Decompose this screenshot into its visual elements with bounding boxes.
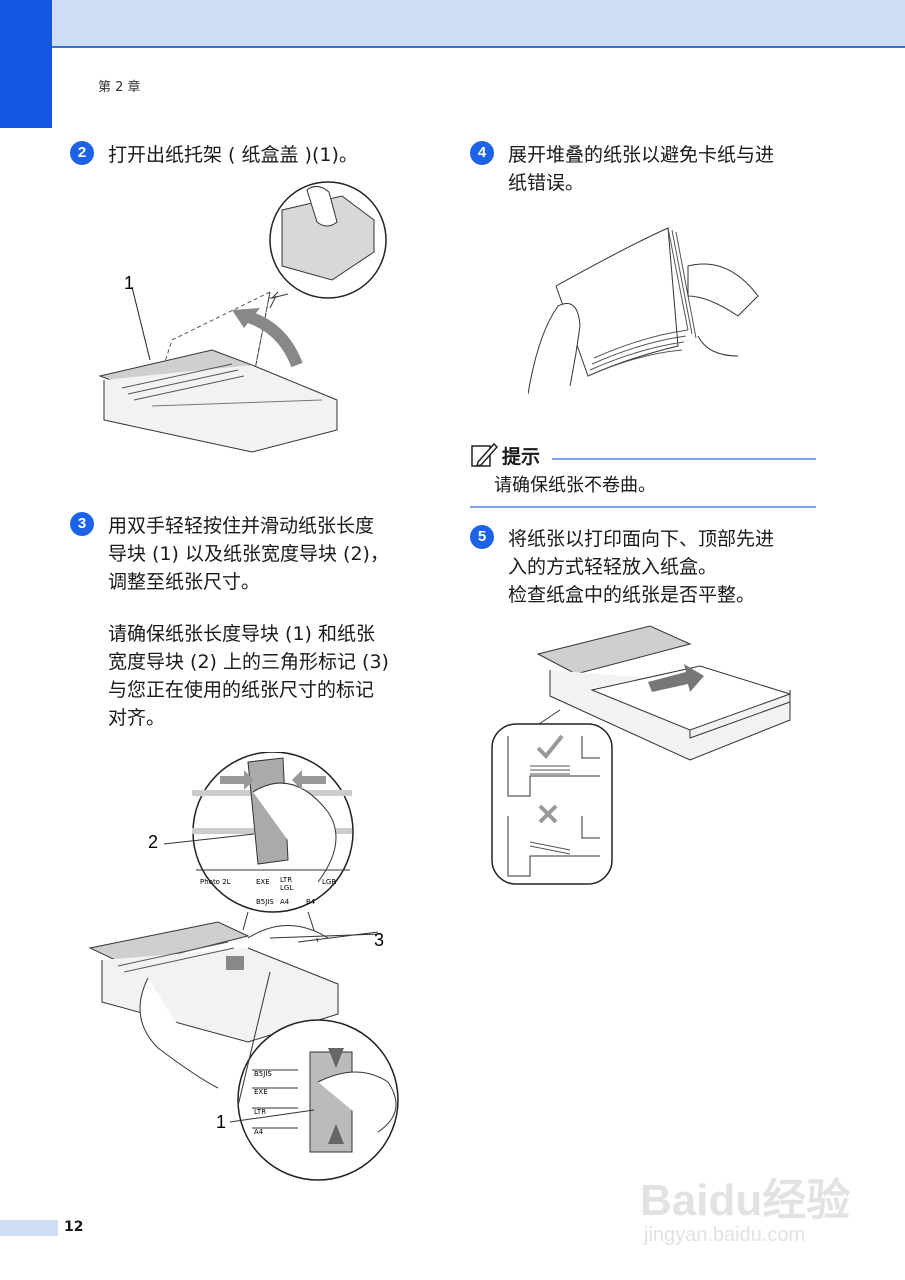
figure-adjust-guides: Photo 2L EXE LTR LGL LGR B5JIS A4 B4 B5J… (88, 752, 399, 1181)
step-number: 2 (70, 141, 94, 165)
scale-label: A4 (254, 1128, 264, 1136)
scale-label: EXE (254, 1088, 268, 1096)
step-3: 3 用双手轻轻按住并滑动纸张长度 导块 (1) 以及纸张宽度导块 (2)， 调整… (70, 512, 420, 602)
scale-label: B5JIS (254, 1070, 272, 1078)
step-number: 5 (470, 525, 494, 549)
page-number-bar (0, 1220, 58, 1236)
scale-label: Photo 2L (200, 878, 231, 886)
scale-label: LTR (280, 876, 292, 884)
scale-label: LGL (280, 884, 293, 892)
chapter-label: 第 2 章 (98, 80, 141, 95)
watermark-url: jingyan.baidu.com (644, 1224, 806, 1246)
figure-fan-paper (528, 227, 759, 395)
header-band (0, 0, 905, 46)
step-number: 4 (470, 141, 494, 165)
figure-load-paper (491, 625, 792, 885)
callout-1: 1 (216, 1112, 226, 1132)
scale-label: EXE (256, 878, 270, 886)
callout-2: 2 (148, 832, 158, 852)
scale-label: A4 (280, 898, 290, 906)
page-number: 12 (64, 1219, 84, 1235)
note-header: 提示 (470, 442, 816, 468)
step-4: 4 展开堆叠的纸张以避免卡纸与进 纸错误。 (470, 141, 820, 201)
figure-open-tray-cover: 1 (98, 181, 387, 453)
callout-3: 3 (374, 930, 384, 950)
step-number: 3 (70, 512, 94, 536)
step-3-alignment-note: 请确保纸张长度导块 (1) 和纸张 宽度导块 (2) 上的三角形标记 (3) 与… (108, 623, 389, 729)
callout-1: 1 (124, 273, 134, 293)
note-rule (552, 458, 816, 460)
scale-label: B5JIS (256, 898, 274, 906)
step-text: 展开堆叠的纸张以避免卡纸与进 纸错误。 (508, 144, 775, 194)
step-text: 打开出纸托架 ( 纸盒盖 )(1)。 (108, 144, 358, 166)
note-title: 提示 (502, 446, 541, 468)
step-5: 5 将纸张以打印面向下、顶部先进 入的方式轻轻放入纸盒。 检查纸盒中的纸张是否平… (470, 525, 820, 615)
scale-label: LTR (254, 1108, 266, 1116)
scale-label: LGR (322, 878, 336, 886)
chapter-tab (0, 0, 52, 128)
step-text: 用双手轻轻按住并滑动纸张长度 导块 (1) 以及纸张宽度导块 (2)， 调整至纸… (108, 515, 389, 593)
note-bottom-rule (470, 506, 816, 508)
watermark-logo: Baidu经验 (640, 1176, 851, 1225)
baidu-watermark: Baidu经验 jingyan.baidu.com (640, 1150, 860, 1260)
header-rule (0, 46, 905, 48)
note-pencil-icon (471, 442, 499, 468)
scale-label: B4 (306, 898, 316, 906)
note-text: 请确保纸张不卷曲。 (494, 475, 656, 496)
step-2: 2 打开出纸托架 ( 纸盒盖 )(1)。 (70, 141, 410, 171)
step-text: 将纸张以打印面向下、顶部先进 入的方式轻轻放入纸盒。 检查纸盒中的纸张是否平整。 (508, 528, 775, 606)
